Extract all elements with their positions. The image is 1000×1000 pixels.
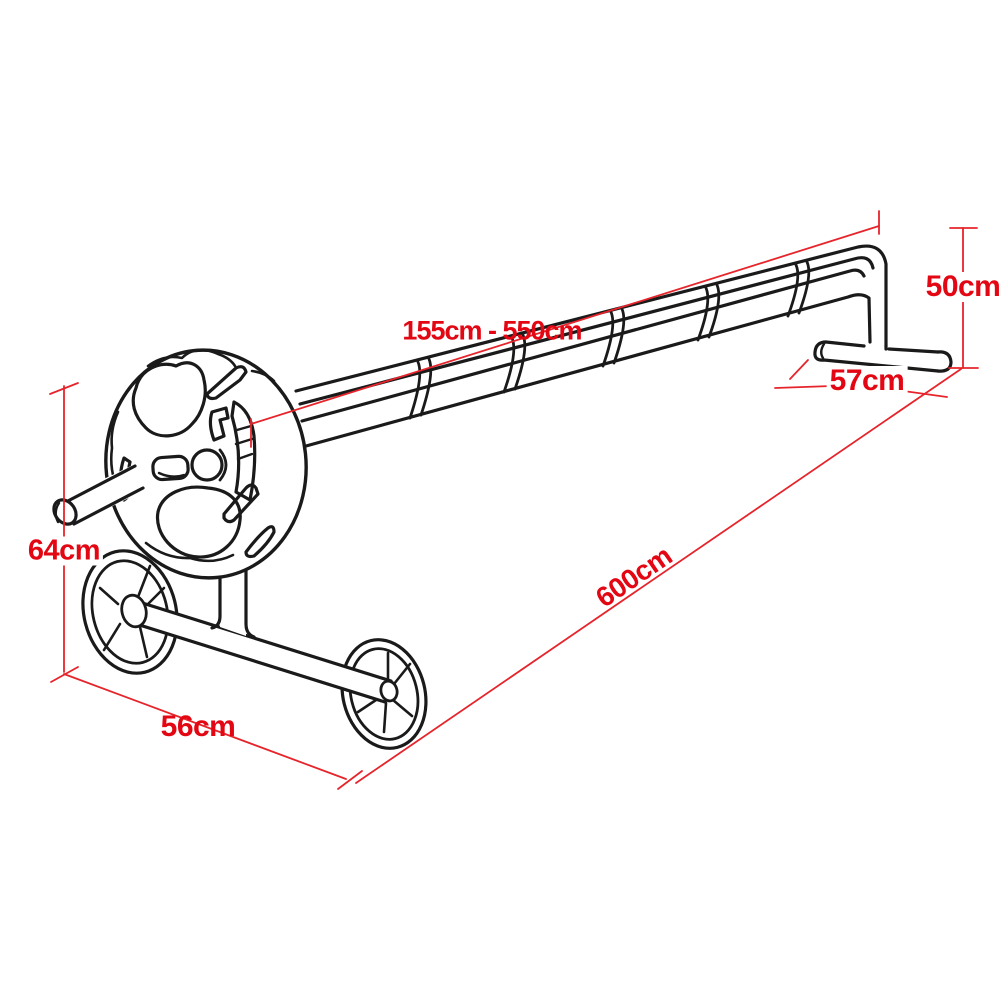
dimension-lines xyxy=(49,210,979,790)
dimension-label-stand-height: 50cm xyxy=(922,272,1000,302)
left-wheel-hub xyxy=(120,593,148,629)
wheel-hub xyxy=(190,448,224,482)
dim-line-reel-height xyxy=(49,382,79,683)
right-wheel-hub xyxy=(379,679,399,703)
telescopic-tube xyxy=(294,244,888,448)
dim-line-base-width xyxy=(63,673,363,790)
dimension-label-tube-length: 155cm - 550cm xyxy=(402,315,582,346)
wheel-cutout-top-blade xyxy=(205,365,248,401)
dimension-label-base-width: 56cm xyxy=(160,710,236,743)
base-axle-bar xyxy=(128,599,393,704)
dim-line-tube-length xyxy=(250,210,880,448)
crank-handle xyxy=(52,464,145,526)
dimension-label-reel-height: 64cm xyxy=(24,536,104,566)
dimension-label-foot-width: 57cm xyxy=(826,366,908,396)
wheel-cutout-bent-slot xyxy=(208,406,230,442)
wheel-cutout-bottom xyxy=(155,485,242,559)
wheel-cutout-left-slot xyxy=(151,454,190,482)
tube-through-window xyxy=(234,424,254,461)
wheel-cutout-bottom-blade xyxy=(244,525,276,559)
wheel-cutout-upper-left xyxy=(131,361,207,438)
wheel-cutout-window xyxy=(230,400,257,502)
dim-line-total-length xyxy=(355,368,962,784)
right-stand-foot xyxy=(813,340,953,373)
wheel-cutout-diagonal-slot xyxy=(222,483,260,524)
left-wheel-spokes xyxy=(98,564,166,659)
